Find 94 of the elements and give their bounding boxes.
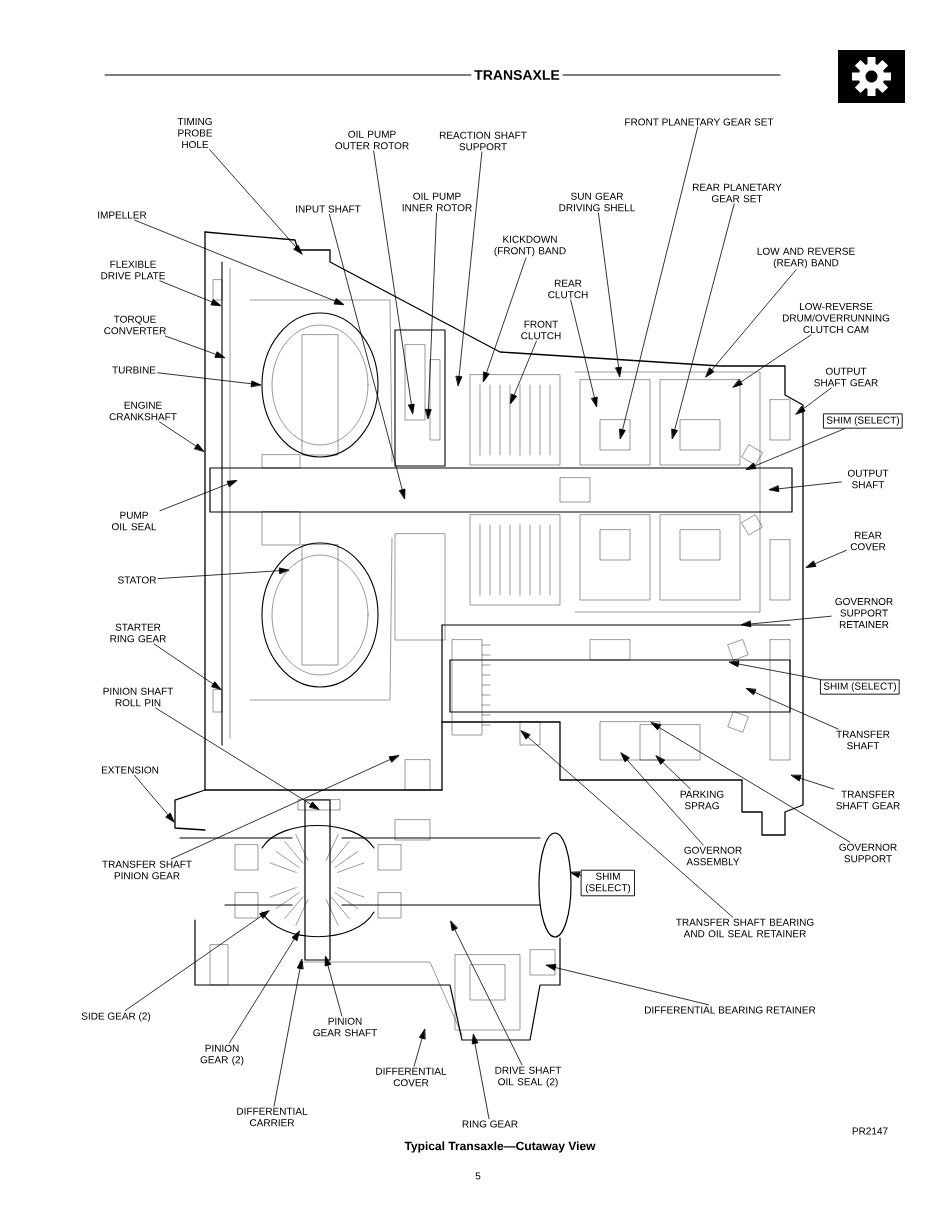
figure-caption: Typical Transaxle—Cutaway View	[404, 1141, 596, 1153]
leader-line	[157, 567, 289, 580]
leader-line	[159, 480, 238, 512]
part-label: KICKDOWN (FRONT) BAND	[494, 235, 566, 257]
drawing-number: PR2147	[852, 1127, 888, 1135]
part-label: LOW-REVERSE DRUM/OVERRUNNING CLUTCH CAM	[782, 302, 890, 334]
leader-line	[795, 387, 832, 415]
leader-line	[455, 151, 483, 386]
page-number: 5	[475, 1172, 481, 1180]
part-label: OIL PUMP OUTER ROTOR	[335, 130, 409, 150]
leader-line	[157, 372, 261, 387]
part-label: OIL PUMP INNER ROTOR	[402, 192, 472, 212]
leader-line	[769, 481, 842, 493]
part-label: TRANSFER SHAFT GEAR	[836, 790, 900, 810]
leader-line	[329, 213, 406, 500]
leader-line	[159, 280, 222, 306]
leader-line	[620, 752, 704, 846]
part-label: TORQUE CONVERTER	[104, 315, 166, 335]
leader-line	[170, 755, 400, 860]
part-label: REACTION SHAFT SUPPORT	[439, 131, 527, 151]
leader-line	[520, 730, 733, 918]
leader-line	[570, 299, 598, 408]
leader-line	[705, 269, 797, 378]
leader-line	[483, 257, 527, 383]
part-label: DRIVE SHAFT OIL SEAL (2)	[495, 1066, 562, 1088]
part-label: PINION SHAFT ROLL PIN	[103, 687, 174, 707]
part-label: TRANSFER SHAFT PINION GEAR	[102, 860, 192, 880]
part-label: TURBINE	[112, 366, 156, 374]
leader-line	[164, 335, 226, 358]
part-label: DIFFERENTIAL COVER	[376, 1067, 447, 1087]
leader-line	[134, 774, 175, 823]
part-label: FRONT PLANETARY GEAR SET	[625, 118, 774, 126]
leader-line	[745, 428, 846, 470]
leader-line	[273, 959, 304, 1107]
part-label: LOW AND REVERSE (REAR) BAND	[757, 247, 855, 269]
part-label: OUTPUT SHAFT GEAR	[814, 367, 878, 387]
part-label: GOVERNOR ASSEMBLY	[684, 846, 742, 866]
part-label: SUN GEAR DRIVING SHELL	[559, 192, 635, 212]
leader-line	[729, 660, 821, 680]
part-label: TRANSFER SHAFT BEARING AND OIL SEAL RETAINER	[676, 918, 814, 938]
boxed-label: SHIM (SELECT)	[581, 869, 635, 897]
part-label: ENGINE CRANKSHAFT	[109, 401, 177, 421]
part-label: INPUT SHAFT	[296, 205, 361, 213]
leader-line	[805, 549, 847, 568]
part-label: REAR COVER	[850, 531, 886, 551]
part-label: EXTENSION	[101, 766, 159, 774]
boxed-label: SHIM (SELECT)	[820, 679, 900, 695]
leader-line	[450, 920, 523, 1066]
page-heading: TRANSAXLE	[474, 70, 560, 80]
leader-line	[124, 910, 270, 1012]
leader-line	[229, 930, 300, 1044]
part-label: GOVERNOR SUPPORT	[839, 843, 897, 863]
part-label: RING GEAR	[462, 1120, 518, 1128]
leader-line	[425, 212, 437, 419]
part-label: STATOR	[118, 576, 156, 584]
part-label: IMPELLER	[98, 211, 147, 219]
part-label: FLEXIBLE DRIVE PLATE	[101, 260, 165, 280]
part-label: DIFFERENTIAL CARRIER	[237, 1107, 308, 1127]
leader-line	[671, 203, 735, 440]
leader-line	[741, 615, 832, 628]
leader-line	[510, 340, 537, 405]
leader-line	[598, 212, 622, 377]
part-label: FRONT CLUTCH	[521, 320, 561, 340]
leader-line	[655, 755, 691, 790]
leader-line	[373, 150, 415, 414]
part-label: TIMING PROBE HOLE	[177, 117, 213, 149]
leader-line	[790, 775, 835, 790]
leader-line	[650, 722, 851, 843]
part-label: SIDE GEAR (2)	[81, 1012, 151, 1022]
part-label: STARTER RING GEAR	[110, 623, 166, 643]
leader-line	[569, 871, 582, 878]
part-label: DIFFERENTIAL BEARING RETAINER	[645, 1006, 816, 1014]
part-label: TRANSFER SHAFT	[836, 730, 890, 750]
part-label: REAR CLUTCH	[548, 279, 588, 299]
leader-line	[745, 688, 839, 730]
part-label: GOVERNOR SUPPORT RETAINER	[835, 598, 893, 628]
leader-line	[732, 334, 812, 388]
part-label: PINION GEAR (2)	[200, 1044, 244, 1066]
part-label: PUMP OIL SEAL	[111, 511, 157, 531]
boxed-label: SHIM (SELECT)	[823, 413, 903, 429]
leader-line	[209, 149, 303, 255]
part-label: PINION GEAR SHAFT	[313, 1017, 377, 1037]
leader-line	[545, 964, 709, 1006]
part-label: PARKING SPRAG	[680, 790, 724, 810]
leader-line	[159, 421, 205, 452]
leader-line	[619, 126, 699, 440]
leader-line	[155, 707, 320, 810]
part-label: OUTPUT SHAFT	[847, 469, 889, 489]
leader-line	[153, 643, 222, 690]
leader-line	[134, 219, 345, 305]
leader-line	[324, 955, 343, 1017]
leader-line	[413, 1028, 426, 1067]
part-label: REAR PLANETARY GEAR SET	[693, 183, 782, 203]
leader-line	[471, 1034, 490, 1120]
